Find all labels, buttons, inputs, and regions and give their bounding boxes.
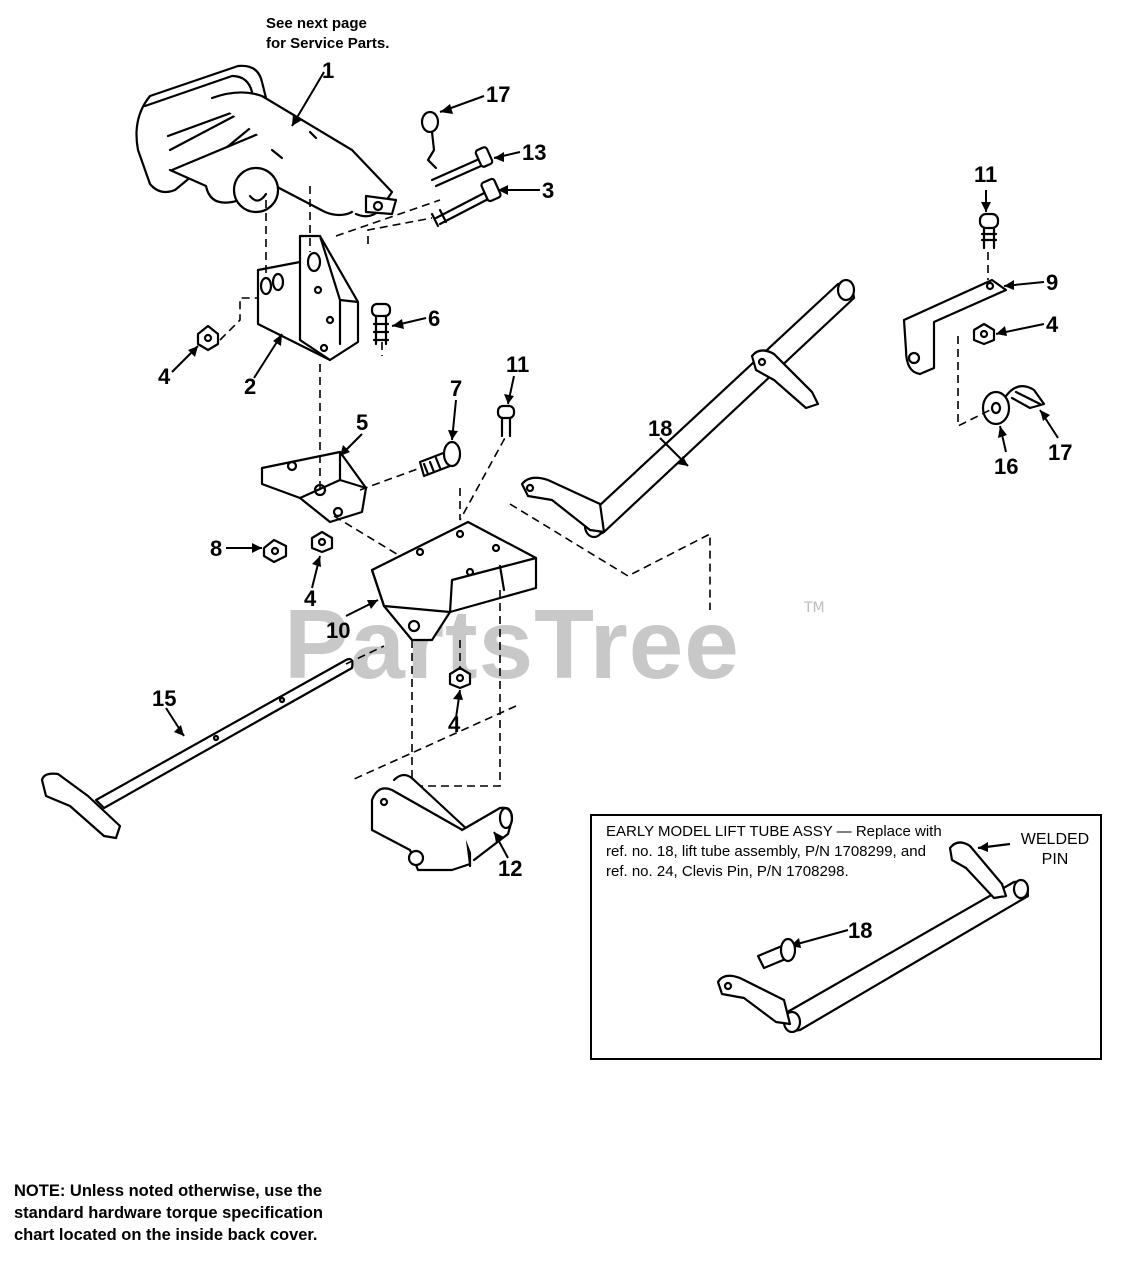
- leader-arrowheads: [174, 104, 1050, 948]
- callout-4: 4: [304, 586, 317, 611]
- callout-11: 11: [974, 162, 997, 187]
- callout-9: 9: [1046, 270, 1058, 295]
- callout-4: 4: [1046, 312, 1059, 337]
- service-parts-note: See next page for Service Parts.: [266, 15, 390, 52]
- part-side-bracket: [902, 278, 1008, 376]
- nut-4-right: [972, 322, 996, 346]
- callout-11: 11: [506, 352, 529, 377]
- nut-4-lower: [448, 666, 472, 690]
- callout-6: 6: [428, 306, 440, 331]
- inset-early-model: [590, 814, 1102, 1060]
- bolt-6: [370, 302, 392, 346]
- part-small-bracket: [260, 450, 368, 524]
- part-pivot-bracket: [370, 773, 514, 872]
- callout-18: 18: [648, 416, 672, 441]
- callout-4: 4: [448, 712, 461, 737]
- bolt-13: [430, 146, 494, 188]
- part-actuator-motor: [135, 64, 398, 218]
- callout-7: 7: [450, 376, 462, 401]
- part-motor-bracket: [256, 234, 360, 362]
- callout-12: 12: [498, 856, 522, 881]
- part-lift-tube: [520, 278, 856, 539]
- callout-8: 8: [210, 536, 222, 561]
- callout-15: 15: [152, 686, 176, 711]
- callout-labels: 1 17 13 3 6 4 2 11 9 4 16 17 11 7 5 18 8…: [152, 58, 1072, 943]
- part-main-bracket: [370, 520, 538, 642]
- callout-17: 17: [1048, 440, 1072, 465]
- callout-16: 16: [994, 454, 1018, 479]
- nut-4-center: [310, 530, 334, 554]
- callout-5: 5: [356, 410, 368, 435]
- callout-1: 1: [322, 58, 334, 83]
- torque-note: NOTE: Unless noted otherwise, use the st…: [14, 1182, 323, 1244]
- watermark-text: PartsTree: [284, 589, 740, 699]
- callout-18: 18: [848, 918, 872, 943]
- welded-pin-label: WELDED PIN: [1020, 831, 1090, 868]
- nut-8: [262, 538, 288, 564]
- part-lift-rod: [40, 657, 354, 840]
- bolt-11-center: [496, 404, 516, 438]
- callout-17: 17: [486, 82, 510, 107]
- assembly-lines: [219, 186, 991, 787]
- callout-3: 3: [542, 178, 554, 203]
- callout-13: 13: [522, 140, 546, 165]
- watermark-trademark: TM: [803, 600, 825, 616]
- cotter-pin-17-right: [1004, 385, 1046, 410]
- callout-2: 2: [244, 374, 256, 399]
- callout-10: 10: [326, 618, 350, 643]
- cotter-pin-17-top: [420, 110, 440, 170]
- inset-description: EARLY MODEL LIFT TUBE ASSY — Replace wit…: [606, 823, 942, 880]
- bolt-11-right: [978, 212, 1000, 250]
- bolt-3: [430, 177, 502, 228]
- callout-4: 4: [158, 364, 171, 389]
- washer-16: [981, 390, 1011, 426]
- bolt-7: [418, 440, 462, 478]
- nut-4-left: [196, 324, 220, 352]
